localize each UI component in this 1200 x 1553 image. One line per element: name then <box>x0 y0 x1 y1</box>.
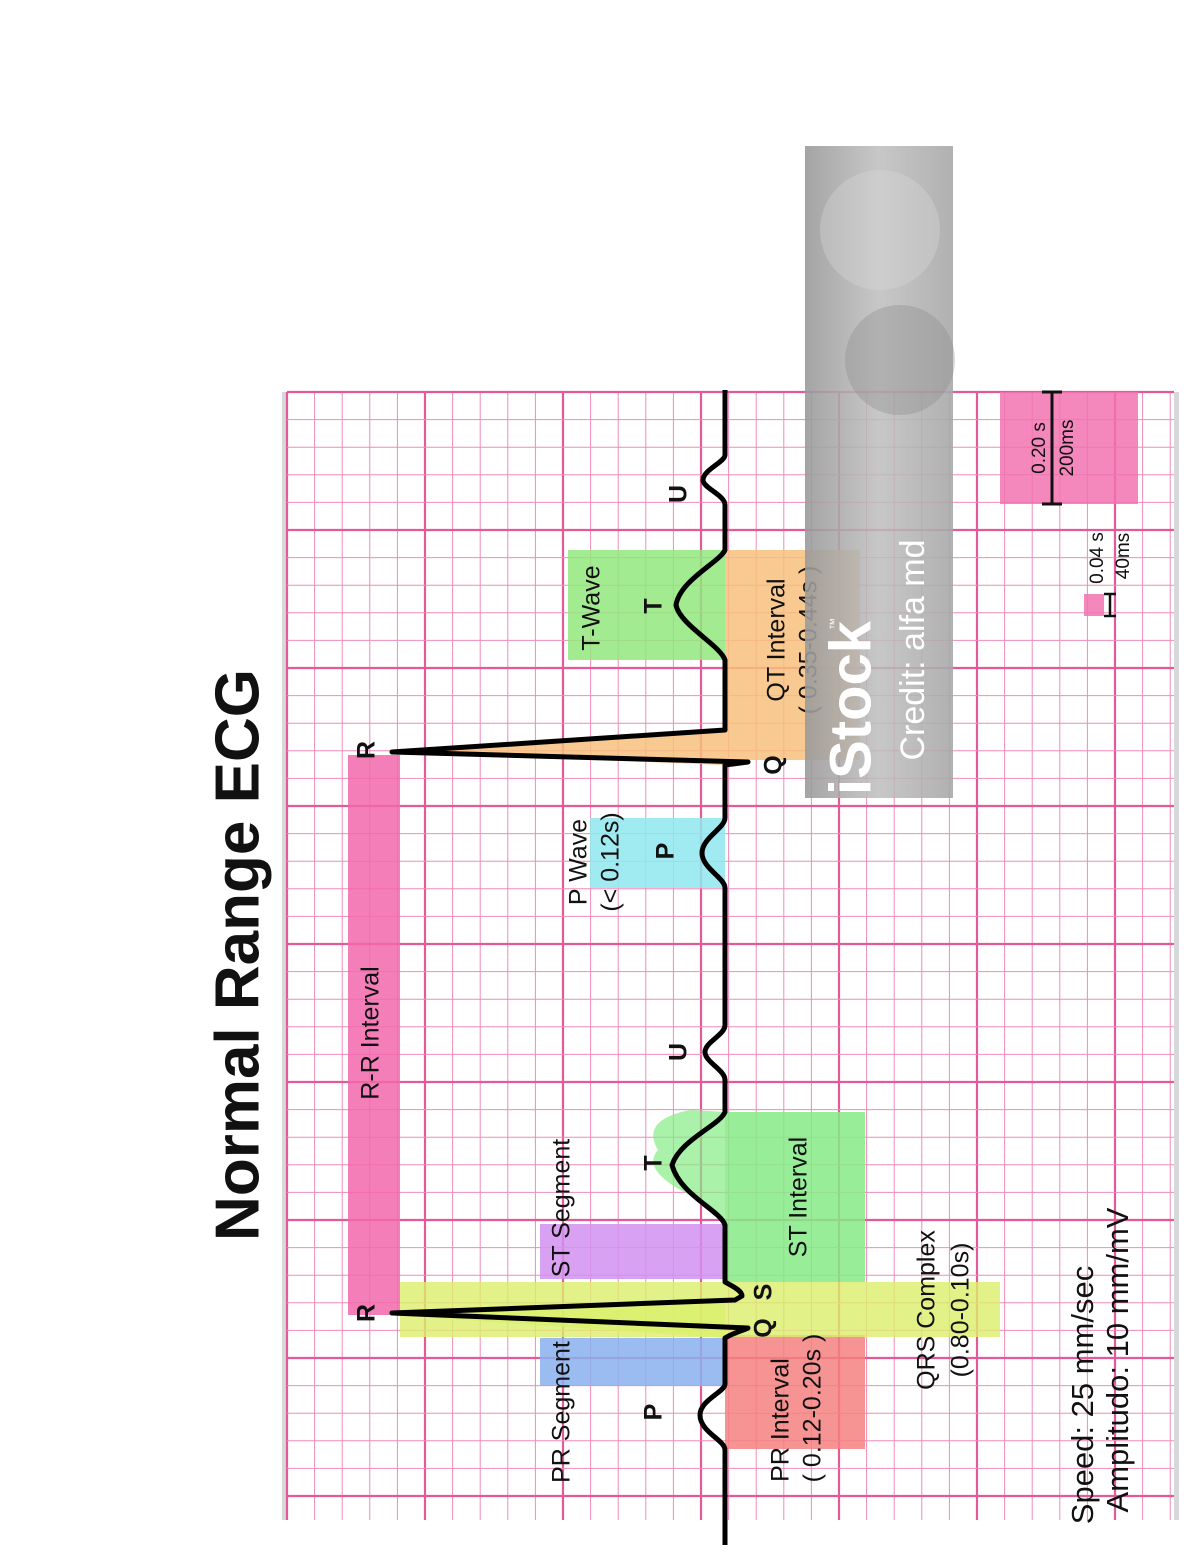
u-label-2: U <box>665 485 693 503</box>
st-interval-band <box>725 1112 865 1282</box>
speed-label: Speed: 25 mm/sec <box>1065 1266 1100 1524</box>
page-title: Normal Range ECG <box>203 669 272 1241</box>
st-segment-label: ST Segment <box>548 1139 576 1278</box>
watermark-logo: iStock <box>818 620 883 795</box>
rr-interval-band <box>348 755 400 1315</box>
pr-interval-range: ( 0.12-0.20s ) <box>799 1334 827 1483</box>
q-label-1: Q <box>750 1318 778 1337</box>
watermark-panel <box>805 146 953 798</box>
qt-interval-label: QT Interval <box>763 578 791 701</box>
pr-segment-band <box>540 1338 725 1386</box>
st-segment-band <box>540 1224 725 1279</box>
p-label-1: P <box>640 1404 668 1421</box>
r-label-2: R <box>353 741 381 759</box>
q-label-2: Q <box>760 755 788 774</box>
wave-labels: P R Q S T U P R Q T U <box>353 485 788 1420</box>
qrs-complex-label: QRS Complex <box>913 1230 941 1390</box>
r-label-1: R <box>353 1304 381 1322</box>
qrs-fill-second <box>392 730 725 765</box>
watermark-credit: Credit: alfa md <box>894 539 932 760</box>
st-interval-label: ST Interval <box>785 1137 813 1257</box>
p-wave-range: (< 0.12s) <box>597 812 625 911</box>
st-interval-fill <box>653 1110 725 1282</box>
small-box-scale <box>1084 594 1104 616</box>
t-wave-label: T-Wave <box>578 565 606 650</box>
watermark-trademark: ™ <box>827 618 841 630</box>
watermark: iStock ™ Credit: alfa md <box>805 146 955 798</box>
small-scale-ms: 40ms <box>1113 533 1134 579</box>
pr-segment-label: PR Segment <box>548 1341 576 1483</box>
u-label-1: U <box>665 1043 693 1061</box>
rr-interval-label: R-R Interval <box>357 966 385 1099</box>
time-scale: 0.20 s 200ms 0.04 s 40ms <box>1000 390 1138 618</box>
amplitude-label: Amplitudo: 10 mm/mV <box>1100 1207 1135 1512</box>
ecg-trace <box>389 390 751 1545</box>
p-label-2: P <box>652 843 680 860</box>
pr-interval-band <box>725 1335 865 1449</box>
pr-interval-label: PR Interval <box>767 1358 795 1482</box>
p-wave-label: P Wave <box>565 819 593 905</box>
qrs-complex-range: (0.80-0.10s) <box>947 1243 975 1378</box>
big-scale-seconds: 0.20 s <box>1029 422 1050 474</box>
big-box-scale <box>1000 392 1138 504</box>
t-wave-band <box>568 550 725 660</box>
small-scale-seconds: 0.04 s <box>1087 532 1108 584</box>
t-label-1: T <box>640 1155 668 1170</box>
s-label: S <box>750 1284 778 1301</box>
big-scale-ms: 200ms <box>1057 419 1078 476</box>
t-label-2: T <box>640 598 668 613</box>
